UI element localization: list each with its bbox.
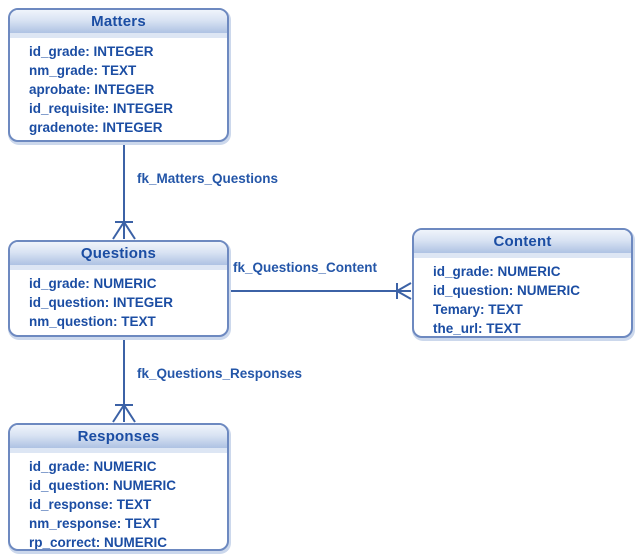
entity-matters-title: Matters [10,10,227,38]
field: id_question: NUMERIC [433,283,580,298]
relationship-label-questions-content: fk_Questions_Content [233,260,378,275]
field: nm_grade: TEXT [29,63,137,78]
field: id_grade: NUMERIC [433,264,561,279]
relationship-line-questions-content [230,282,412,300]
field: id_requisite: INTEGER [29,101,174,116]
entity-responses[interactable]: Responses id_grade: NUMERIC id_question:… [8,423,229,551]
relationship-line-matters-questions [112,142,136,240]
relationship-line-questions-responses [112,337,136,423]
field: the_url: TEXT [433,321,521,336]
relationship-label-matters-questions: fk_Matters_Questions [137,171,279,186]
field: id_grade: NUMERIC [29,459,157,474]
field: nm_question: TEXT [29,314,156,329]
crows-foot-icon [112,221,136,240]
entity-responses-title: Responses [10,425,227,453]
field: id_grade: INTEGER [29,44,154,59]
relationship-label-questions-responses: fk_Questions_Responses [137,366,303,381]
entity-questions-fields: id_grade: NUMERIC id_question: INTEGER n… [10,270,227,331]
entity-content-fields: id_grade: NUMERIC id_question: NUMERIC T… [414,258,631,336]
field: rp_correct: NUMERIC [29,535,168,550]
entity-content-title: Content [414,230,631,258]
field: id_grade: NUMERIC [29,276,157,291]
field: nm_response: TEXT [29,516,160,531]
entity-questions[interactable]: Questions id_grade: NUMERIC id_question:… [8,240,229,337]
field: id_question: NUMERIC [29,478,176,493]
entity-matters[interactable]: Matters id_grade: INTEGER nm_grade: TEXT… [8,8,229,142]
field: gradenote: INTEGER [29,120,163,135]
field: id_question: INTEGER [29,295,174,310]
crows-foot-icon [112,404,136,423]
field: id_response: TEXT [29,497,152,512]
entity-questions-title: Questions [10,242,227,270]
entity-responses-fields: id_grade: NUMERIC id_question: NUMERIC i… [10,453,227,550]
field: aprobate: INTEGER [29,82,155,97]
entity-matters-fields: id_grade: INTEGER nm_grade: TEXT aprobat… [10,38,227,137]
field: Temary: TEXT [433,302,523,317]
entity-content[interactable]: Content id_grade: NUMERIC id_question: N… [412,228,633,338]
crows-foot-icon [396,282,412,300]
